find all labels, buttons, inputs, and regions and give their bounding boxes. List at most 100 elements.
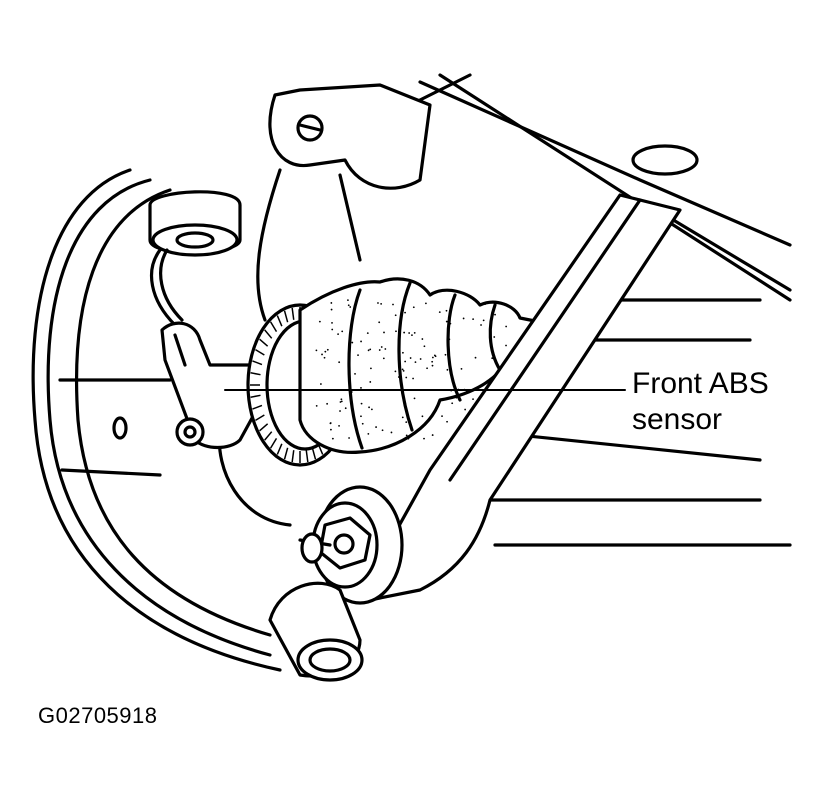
boot-texture-dot [448, 338, 451, 341]
tone-ring-tooth [276, 315, 283, 327]
boot-texture-dot [480, 324, 482, 326]
boot-texture-dot [360, 415, 362, 418]
boot-texture-dot [455, 396, 458, 399]
boot-texture-dot [402, 309, 404, 312]
boot-texture-dot [338, 361, 341, 364]
boot-texture-dot [448, 321, 451, 324]
boot-texture-dot [340, 398, 343, 401]
tone-ring-tooth [250, 372, 261, 376]
boot-texture-dot [326, 402, 329, 405]
boot-texture-dot [383, 331, 385, 334]
tone-ring-tooth [269, 321, 278, 332]
boot-texture-dot [449, 322, 452, 325]
boot-texture-dot [431, 434, 434, 436]
tone-ring-tooth [255, 348, 265, 356]
boot-texture-dot [491, 357, 494, 360]
boot-texture-dot [381, 429, 384, 432]
boot-texture-dot [412, 377, 414, 380]
boot-texture-dot [357, 354, 359, 356]
boot-texture-dot [380, 346, 383, 348]
boot-texture-dot [446, 420, 448, 423]
boot-texture-dot [366, 332, 369, 335]
boot-texture-dot [375, 426, 377, 428]
boot-texture-dot [330, 308, 333, 311]
boot-texture-dot [360, 340, 362, 343]
boot-texture-dot [401, 368, 404, 371]
boot-texture-dot [330, 302, 333, 304]
boot-texture-dot [405, 376, 408, 379]
boot-texture-dot [423, 345, 426, 348]
boot-texture-dot [392, 303, 394, 306]
boot-texture-dot [360, 387, 362, 389]
tone-ring-tooth [250, 394, 261, 398]
boot-texture-dot [394, 370, 397, 373]
boot-texture-dot [405, 434, 408, 437]
abs-sensor [160, 321, 268, 450]
boot-texture-dot [360, 402, 363, 405]
boot-texture-dot [380, 302, 383, 305]
boot-texture-dot [339, 410, 341, 412]
boot-texture-dot [321, 353, 323, 356]
boot-texture-dot [347, 304, 350, 307]
boot-texture-dot [431, 364, 434, 367]
boot-texture-dot [331, 437, 334, 440]
boot-texture-dot [505, 344, 507, 347]
boot-texture-dot [402, 351, 404, 354]
tone-ring-tooth [305, 450, 309, 463]
boot-texture-dot [320, 383, 322, 385]
boot-texture-dot [361, 422, 364, 425]
ball-joint [298, 485, 404, 605]
boot-texture-dot [464, 408, 467, 411]
tie-rod-end [268, 581, 364, 682]
boot-texture-dot [369, 348, 372, 351]
boot-texture-dot [431, 356, 434, 359]
boot-texture-dot [431, 360, 434, 363]
boot-texture-dot [378, 349, 381, 351]
boot-texture-dot [451, 402, 454, 405]
tone-ring-tooth [311, 447, 317, 460]
boot-texture-dot [421, 415, 424, 418]
tone-ring-tooth [255, 414, 265, 422]
boot-texture-dot [438, 311, 441, 313]
brake-backing-plate [31, 168, 282, 672]
boot-texture-dot [505, 325, 508, 328]
boot-texture-dot [441, 415, 443, 418]
boot-texture-dot [367, 433, 370, 435]
boot-texture-dot [409, 357, 412, 359]
boot-texture-dot [337, 333, 339, 336]
boot-texture-dot [395, 330, 397, 333]
sensor-wire [150, 248, 184, 327]
boot-texture-dot [422, 425, 424, 428]
boot-texture-dot [445, 309, 448, 312]
boot-texture-dot [414, 361, 417, 364]
boot-texture-dot [426, 367, 428, 370]
boot-texture-dot [382, 357, 385, 360]
tone-ring-tooth [269, 438, 278, 449]
boot-texture-dot [460, 367, 463, 370]
boot-texture-dot [404, 360, 407, 363]
boot-texture-dot [347, 299, 349, 302]
tone-ring-tooth [276, 443, 283, 455]
boot-texture-dot [413, 397, 416, 400]
cv-boot [298, 277, 542, 454]
boot-texture-dot [462, 317, 465, 320]
boot-texture-dot [378, 321, 381, 324]
boot-texture-dot [397, 376, 400, 378]
boot-texture-dot [350, 391, 353, 393]
tone-ring-tooth [264, 431, 273, 441]
boot-texture-dot [472, 398, 474, 400]
boot-texture-dot [412, 306, 415, 309]
boot-texture-dot [425, 302, 427, 305]
boot-texture-dot [349, 306, 352, 308]
boot-texture-dot [339, 401, 342, 403]
boot-texture-dot [405, 421, 408, 424]
boot-texture-dot [326, 348, 329, 351]
boot-texture-dot [340, 400, 343, 403]
boot-texture-dot [482, 319, 485, 322]
boot-texture-dot [484, 303, 487, 305]
boot-texture-dot [318, 320, 321, 323]
boot-texture-dot [446, 368, 449, 371]
boot-texture-dot [315, 404, 318, 407]
boot-texture-dot [472, 318, 475, 321]
boot-texture-dot [402, 369, 405, 372]
